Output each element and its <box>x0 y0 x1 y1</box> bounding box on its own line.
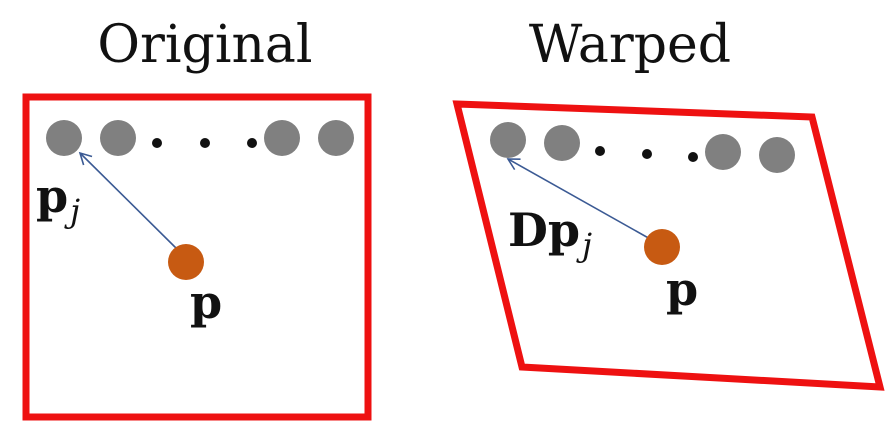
warped-frame <box>452 100 885 391</box>
original-panel: Original pj p <box>22 15 372 421</box>
ellipsis-dot <box>642 149 652 159</box>
ellipsis-dot <box>152 138 162 148</box>
warped-panel: Warped Dpj p <box>452 15 885 391</box>
neighbor-dot-4 <box>759 137 795 173</box>
ellipsis-dot <box>595 146 605 156</box>
neighbor-dot-2 <box>544 125 580 161</box>
warped-neighbor-label-main: Dp <box>508 203 580 257</box>
center-point <box>644 229 680 265</box>
neighbor-dot-4 <box>318 120 354 156</box>
neighbor-dot-1 <box>490 122 526 158</box>
original-title: Original <box>97 15 312 75</box>
neighbor-dot-1 <box>46 120 82 156</box>
point-label: p <box>190 275 222 329</box>
warped-offset-arrow <box>506 158 653 241</box>
ellipsis-dot <box>688 152 698 162</box>
ellipsis-dot <box>247 138 257 148</box>
warped-title: Warped <box>529 15 731 75</box>
offset-arrow <box>78 151 180 252</box>
neighbor-dot-2 <box>100 120 136 156</box>
point-label: p <box>666 262 698 316</box>
warped-neighbor-label: Dpj <box>508 203 592 264</box>
neighbor-label: pj <box>36 169 80 230</box>
ellipsis-dot <box>200 138 210 148</box>
neighbor-label-main: p <box>36 169 68 223</box>
original-frame <box>22 93 372 421</box>
neighbor-dot-3 <box>264 120 300 156</box>
neighbor-dot-3 <box>705 134 741 170</box>
center-point <box>168 244 204 280</box>
